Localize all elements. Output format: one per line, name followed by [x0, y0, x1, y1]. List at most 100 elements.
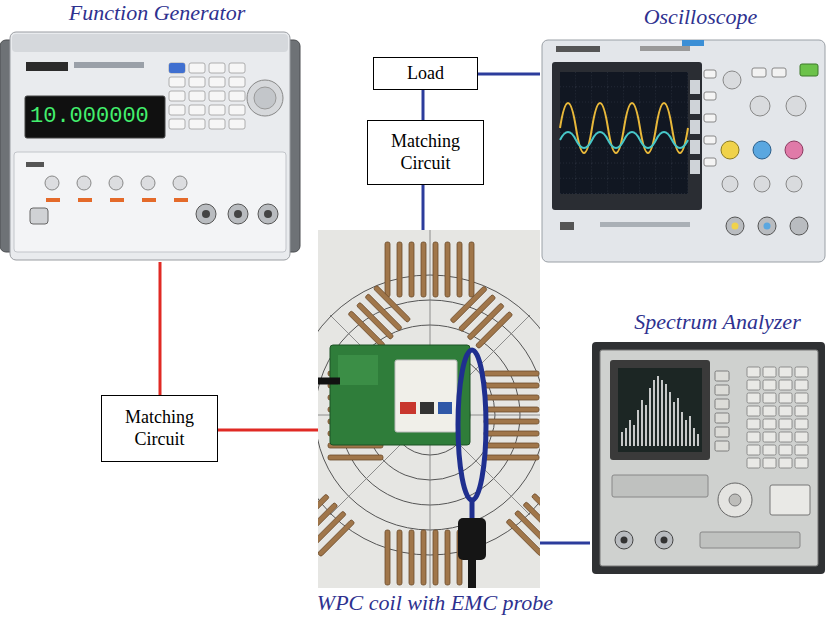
coil-fixture — [470, 500, 475, 520]
oscilloscope-picture — [726, 217, 744, 235]
oscilloscope-picture — [560, 132, 688, 148]
spectrum-analyzer-picture — [718, 483, 752, 517]
oscilloscope-picture — [552, 62, 702, 210]
oscilloscope-picture — [758, 217, 776, 235]
function-generator-picture — [174, 198, 188, 202]
oscilloscope-picture — [542, 40, 825, 262]
oscilloscope-picture — [785, 141, 803, 159]
oscilloscope-picture — [560, 103, 688, 153]
spectrum-analyzer-picture — [661, 537, 668, 544]
function-generator-picture — [169, 63, 185, 73]
spectrum-analyzer-picture — [700, 532, 800, 548]
spectrum-analyzer-picture — [618, 368, 702, 452]
function-generator-picture — [26, 62, 68, 71]
spectrum-analyzer-picture — [746, 366, 810, 470]
coil-fixture — [385, 242, 474, 297]
oscilloscope-picture — [752, 68, 766, 77]
function-generator-picture — [26, 162, 44, 167]
spectrum-analyzer-picture — [592, 342, 825, 574]
function-generator-picture — [247, 80, 283, 116]
function-generator-picture — [196, 204, 216, 224]
function-generator-picture — [0, 32, 300, 260]
matching-circuit-box: Matching Circuit — [101, 395, 218, 462]
oscilloscope: Oscilloscope — [540, 38, 827, 262]
oscilloscope-picture — [542, 40, 825, 262]
coil-fixture — [468, 560, 476, 588]
oscilloscope-picture — [560, 222, 574, 230]
function-generator-picture — [234, 210, 242, 218]
signal-line — [422, 90, 425, 120]
spectrum-analyzer-picture — [655, 531, 673, 549]
oscilloscope-picture — [753, 141, 771, 159]
function-generator-picture — [202, 210, 210, 218]
box-label: Matching Circuit — [102, 407, 217, 450]
oscilloscope-picture — [800, 64, 818, 76]
instrument-heading: Function Generator — [69, 0, 246, 26]
spectrum-analyzer-picture — [615, 531, 633, 549]
oscilloscope-picture — [690, 80, 700, 94]
function-generator-picture — [25, 96, 165, 138]
signal-line — [478, 73, 540, 76]
function-generator-picture — [30, 208, 48, 224]
matching-circuit-box: Matching Circuit — [367, 120, 484, 185]
spectrum-analyzer-picture — [592, 342, 825, 574]
coil-fixture — [450, 286, 513, 349]
spectrum-analyzer-picture — [610, 360, 710, 460]
function-generator-picture — [46, 198, 60, 202]
signal-line — [540, 542, 590, 545]
function-generator-picture — [109, 176, 123, 190]
oscilloscope-picture — [723, 71, 741, 89]
oscilloscope-picture — [690, 160, 700, 174]
instrument-heading: Oscilloscope — [644, 4, 758, 30]
function-generator-picture — [12, 34, 288, 52]
oscilloscope-picture — [690, 140, 700, 154]
coil-fixture — [420, 402, 434, 414]
function-generator-picture — [78, 198, 92, 202]
oscilloscope-picture — [704, 92, 716, 100]
function-generator-picture — [142, 198, 156, 202]
oscilloscope-picture — [754, 176, 770, 192]
oscilloscope-picture — [560, 72, 688, 194]
coil-fixture — [318, 494, 355, 557]
function-generator-picture — [110, 198, 124, 202]
coil-fixture — [318, 230, 540, 588]
oscilloscope-picture — [682, 40, 704, 46]
frequency-readout: 10.000000 — [30, 104, 149, 129]
spectrum-analyzer-picture — [622, 376, 698, 446]
oscilloscope-picture — [704, 70, 716, 78]
coil-fixture — [438, 402, 452, 414]
spectrum-analyzer-picture — [621, 537, 628, 544]
oscilloscope-picture — [790, 217, 808, 235]
oscilloscope-picture — [732, 223, 739, 230]
coil-fixture — [458, 350, 486, 500]
oscilloscope-picture — [764, 223, 771, 230]
function-generator-picture — [173, 176, 187, 190]
oscilloscope-picture — [786, 96, 806, 116]
oscilloscope-picture — [690, 100, 700, 114]
box-label: Matching Circuit — [368, 131, 483, 174]
oscilloscope-picture — [772, 68, 786, 77]
function-generator-picture — [141, 176, 155, 190]
oscilloscope-picture — [721, 141, 739, 159]
coil-fixture — [506, 493, 540, 556]
coil-fixture — [338, 355, 378, 385]
function-generator-picture — [258, 204, 278, 224]
oscilloscope-picture — [560, 72, 688, 194]
function-generator-picture — [264, 210, 272, 218]
coil-fixture — [318, 230, 540, 588]
function-generator-picture — [10, 32, 290, 260]
function-generator-picture — [77, 176, 91, 190]
box-label: Load — [407, 63, 444, 85]
oscilloscope-picture — [600, 222, 690, 227]
wpc-coil-board: WPC coil with EMC probe — [318, 230, 540, 588]
signal-line — [218, 429, 318, 432]
spectrum-analyzer-picture — [600, 350, 818, 566]
function-generator-picture — [45, 176, 59, 190]
oscilloscope-picture — [556, 46, 600, 52]
coil-fixture — [400, 402, 416, 414]
coil-fixture — [318, 378, 340, 385]
function-generator: Function Generator — [0, 30, 300, 262]
oscilloscope-picture — [704, 158, 716, 166]
coil-fixture — [318, 242, 540, 585]
